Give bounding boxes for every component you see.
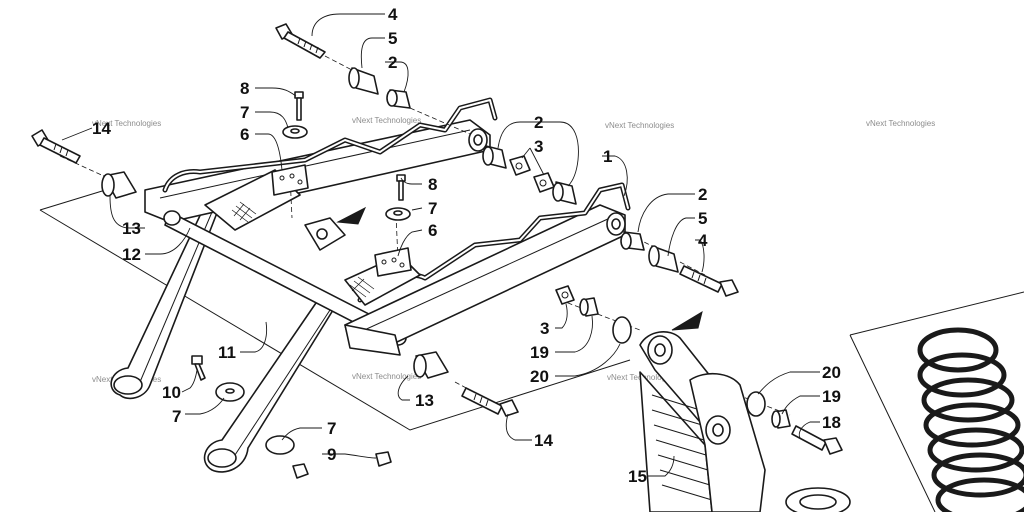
nut-9-right	[375, 451, 392, 467]
watermark-2: vNext Technologies	[352, 116, 421, 125]
callouts: 4 5 2 8 7 6 14 13 12 2 3 1 8 7 6 2 5 4 1…	[92, 5, 841, 486]
callout-18: 18	[822, 413, 841, 432]
bolt-8-upper	[282, 91, 308, 139]
callout-20-right: 20	[822, 363, 841, 382]
callout-7-lower-right: 7	[327, 419, 336, 438]
bolt-14-right	[461, 387, 519, 417]
callout-2-top: 2	[388, 53, 397, 72]
callout-6-upper: 6	[240, 125, 249, 144]
pointer-arrow-1	[336, 206, 367, 225]
bracket-6-lower	[374, 247, 412, 277]
spacer-19-right	[771, 409, 791, 429]
callout-8-lower: 8	[428, 175, 437, 194]
nut-9-left	[292, 463, 309, 479]
callout-1: 1	[603, 147, 612, 166]
callout-7-lower: 7	[428, 199, 437, 218]
callout-10: 10	[162, 383, 181, 402]
spring-frame	[849, 291, 1024, 512]
callout-2-middle: 2	[534, 113, 543, 132]
callout-14-right: 14	[534, 431, 553, 450]
bushing-2-right	[552, 181, 577, 205]
callout-14-left: 14	[92, 119, 111, 138]
callout-19-left: 19	[530, 343, 549, 362]
callout-5-top: 5	[388, 29, 397, 48]
bushing-2-top	[386, 89, 411, 109]
bushing-13-left	[101, 171, 137, 199]
leader-lines	[61, 13, 820, 477]
watermark-6: vNext Technologies	[352, 372, 421, 381]
bolt-18	[791, 425, 843, 455]
bolt-8-lower	[385, 174, 411, 221]
nut-3-middle	[509, 155, 531, 176]
callout-3-shock: 3	[540, 319, 549, 338]
bracket-6-upper	[271, 164, 309, 196]
callout-7-lower-left: 7	[172, 407, 181, 426]
callout-12: 12	[122, 245, 141, 264]
bolt-4-right	[679, 265, 739, 297]
callout-20-left: 20	[530, 367, 549, 386]
callout-3-middle: 3	[534, 137, 543, 156]
callout-8-upper: 8	[240, 79, 249, 98]
callout-2-right: 2	[698, 185, 707, 204]
shock-absorber	[639, 331, 766, 512]
spacer-19-left	[579, 297, 599, 317]
spacer-5-right	[648, 245, 679, 273]
callout-6-lower: 6	[428, 221, 437, 240]
bushing-13-right	[413, 351, 449, 379]
bushing-2-far-right	[620, 231, 645, 251]
pointer-arrow-2	[671, 310, 703, 331]
o-ring-20-left	[612, 316, 632, 344]
callout-11: 11	[218, 343, 236, 362]
bolt-4-top	[275, 23, 326, 59]
callout-13-right: 13	[415, 391, 434, 410]
bolt-14-left	[31, 129, 81, 164]
spacer-5-top	[348, 67, 379, 95]
callout-19-right: 19	[822, 387, 841, 406]
bushing-2-middle	[482, 145, 507, 169]
bolt-10	[191, 355, 206, 381]
callout-5-right: 5	[698, 209, 707, 228]
watermark-4: vNext Technologies	[866, 119, 935, 128]
callout-4-top: 4	[388, 5, 398, 24]
suspension-arm-assembly	[110, 97, 703, 473]
callout-4-right: 4	[698, 231, 708, 250]
nut-3-right	[533, 172, 555, 193]
left-rail-loop	[113, 375, 143, 395]
callout-15: 15	[628, 467, 647, 486]
base-outline	[39, 187, 631, 431]
front-end-block	[344, 324, 401, 356]
washer-7-lower-right	[265, 435, 295, 455]
coil-spring	[917, 327, 1024, 512]
watermark-3: vNext Technologies	[605, 121, 674, 130]
callout-7-upper: 7	[240, 103, 249, 122]
nut-3-shock	[555, 285, 575, 305]
watermark-1: vNext Technologies	[92, 119, 161, 128]
o-ring-20-right	[746, 391, 766, 417]
right-rail-loop	[207, 448, 237, 468]
callout-13-left: 13	[122, 219, 141, 238]
callout-9: 9	[327, 445, 336, 464]
